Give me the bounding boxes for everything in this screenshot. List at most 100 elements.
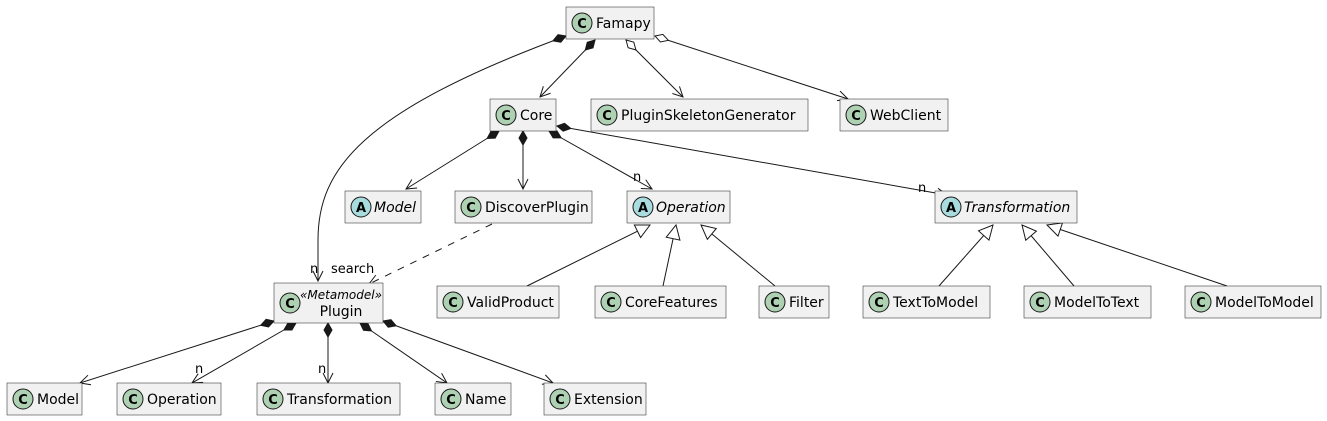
class-name: Famapy — [596, 16, 651, 32]
class-model-abstract[interactable]: A Model — [344, 190, 422, 224]
edge-discoverplugin-plugin — [369, 223, 493, 284]
class-icon-letter: C — [606, 296, 616, 311]
class-icon-letter: C — [448, 296, 458, 311]
class-name: ValidProduct — [467, 295, 554, 311]
class-icon-letter: C — [18, 393, 28, 408]
class-corefeatures[interactable]: C CoreFeatures — [594, 285, 727, 319]
abstract-class-icon — [940, 196, 962, 218]
class-transformation-abstract[interactable]: A Transformation — [934, 190, 1078, 224]
class-icon — [460, 196, 482, 218]
class-validproduct[interactable]: C ValidProduct — [436, 285, 560, 319]
edge-famapy-webclient — [655, 36, 848, 99]
class-plugin[interactable]: C «Metamodel» Plugin — [273, 282, 384, 324]
class-icon — [12, 388, 34, 410]
multiplicity-plugin-transformation: n — [318, 362, 326, 377]
class-name: Model — [374, 200, 416, 216]
class-name: CoreFeatures — [625, 295, 718, 311]
class-webclient[interactable]: C WebClient — [839, 98, 949, 132]
class-modeltotext[interactable]: C ModelToText — [1023, 285, 1152, 319]
class-name: Transformation — [286, 392, 392, 408]
class-icon-letter: C — [446, 393, 456, 408]
abstract-class-icon — [632, 196, 654, 218]
class-icon-letter: C — [555, 393, 565, 408]
edge-texttomodel-transformation — [938, 225, 993, 287]
edge-plugin-name — [360, 323, 447, 383]
edge-modeltomodel-transformation — [1047, 225, 1228, 287]
class-icon — [495, 104, 517, 126]
edge-labels: n search n n n n — [195, 170, 926, 377]
multiplicity-famapy-plugin: n — [310, 262, 318, 277]
class-icon-letter: C — [466, 201, 476, 216]
class-icon — [442, 291, 464, 313]
class-famapy[interactable]: C Famapy — [565, 6, 655, 40]
class-icon-letter: C — [602, 109, 612, 124]
class-icon — [764, 291, 786, 313]
class-name: Extension — [574, 392, 643, 408]
stereotype-label: «Metamodel» — [300, 288, 382, 302]
class-name: Transformation — [964, 200, 1070, 216]
class-transformation[interactable]: C Transformation — [256, 382, 401, 416]
class-icon-letter: C — [501, 109, 511, 124]
class-icon — [596, 104, 618, 126]
class-operation-abstract[interactable]: A Operation — [626, 190, 731, 224]
multiplicity-core-transformation: n — [918, 181, 926, 196]
abstract-class-icon-letter: A — [356, 201, 366, 216]
abstract-class-icon — [350, 196, 372, 218]
class-operation[interactable]: C Operation — [116, 382, 222, 416]
multiplicity-plugin-operation: n — [195, 362, 203, 377]
label-search: search — [331, 262, 374, 277]
class-name: WebClient — [870, 108, 942, 124]
edge-corefeatures-operation — [662, 225, 676, 287]
class-icon-letter: C — [268, 393, 278, 408]
class-icon-letter: C — [770, 296, 780, 311]
class-icon — [122, 388, 144, 410]
class-icon — [845, 104, 867, 126]
class-name: Operation — [656, 200, 726, 216]
class-extension[interactable]: C Extension — [543, 382, 647, 416]
class-pluginskeletongenerator[interactable]: C PluginSkeletonGenerator — [590, 98, 809, 132]
class-name: Plugin — [320, 304, 363, 320]
edge-plugin-extension — [383, 321, 553, 383]
class-icon — [571, 12, 593, 34]
class-icon-letter: C — [874, 296, 884, 311]
multiplicity-core-operation: n — [633, 170, 641, 185]
class-icon — [440, 388, 462, 410]
class-filter[interactable]: C Filter — [758, 285, 830, 319]
class-icon-letter: C — [577, 17, 587, 32]
class-icon — [1029, 291, 1051, 313]
class-icon — [1190, 291, 1212, 313]
edge-core-transformation — [557, 126, 947, 195]
class-name: Model — [37, 392, 79, 408]
edge-plugin-operation — [192, 323, 296, 383]
class-model[interactable]: C Model — [6, 382, 83, 416]
class-icon-letter: C — [128, 393, 138, 408]
class-name-box[interactable]: C Name — [434, 382, 512, 416]
class-discoverplugin[interactable]: C DiscoverPlugin — [454, 190, 593, 224]
class-texttomodel[interactable]: C TextToModel — [862, 285, 991, 319]
edge-filter-operation — [701, 225, 776, 287]
class-icon — [279, 292, 301, 314]
edge-modeltotext-transformation — [1022, 225, 1075, 287]
class-name: ModelToText — [1054, 295, 1140, 311]
class-icon — [549, 388, 571, 410]
edge-famapy-pluginskeletongenerator — [626, 40, 683, 97]
class-name: Core — [520, 108, 552, 124]
class-name: ModelToModel — [1215, 295, 1314, 311]
abstract-class-icon-letter: A — [946, 201, 956, 216]
class-icon-letter: C — [1196, 296, 1206, 311]
class-name: TextToModel — [892, 295, 978, 311]
classes: C Famapy C Core C PluginSkeletonGenerato… — [6, 6, 1322, 416]
class-icon — [600, 291, 622, 313]
abstract-class-icon-letter: A — [638, 201, 648, 216]
class-name: PluginSkeletonGenerator — [621, 108, 796, 124]
class-modeltomodel[interactable]: C ModelToModel — [1184, 285, 1322, 319]
edge-famapy-core — [540, 40, 595, 97]
class-name: Operation — [147, 392, 217, 408]
edge-famapy-plugin — [318, 36, 566, 281]
edge-core-model — [406, 131, 499, 189]
edges — [80, 36, 1228, 383]
class-core[interactable]: C Core — [489, 98, 557, 132]
class-icon — [868, 291, 890, 313]
class-icon-letter: C — [1035, 296, 1045, 311]
